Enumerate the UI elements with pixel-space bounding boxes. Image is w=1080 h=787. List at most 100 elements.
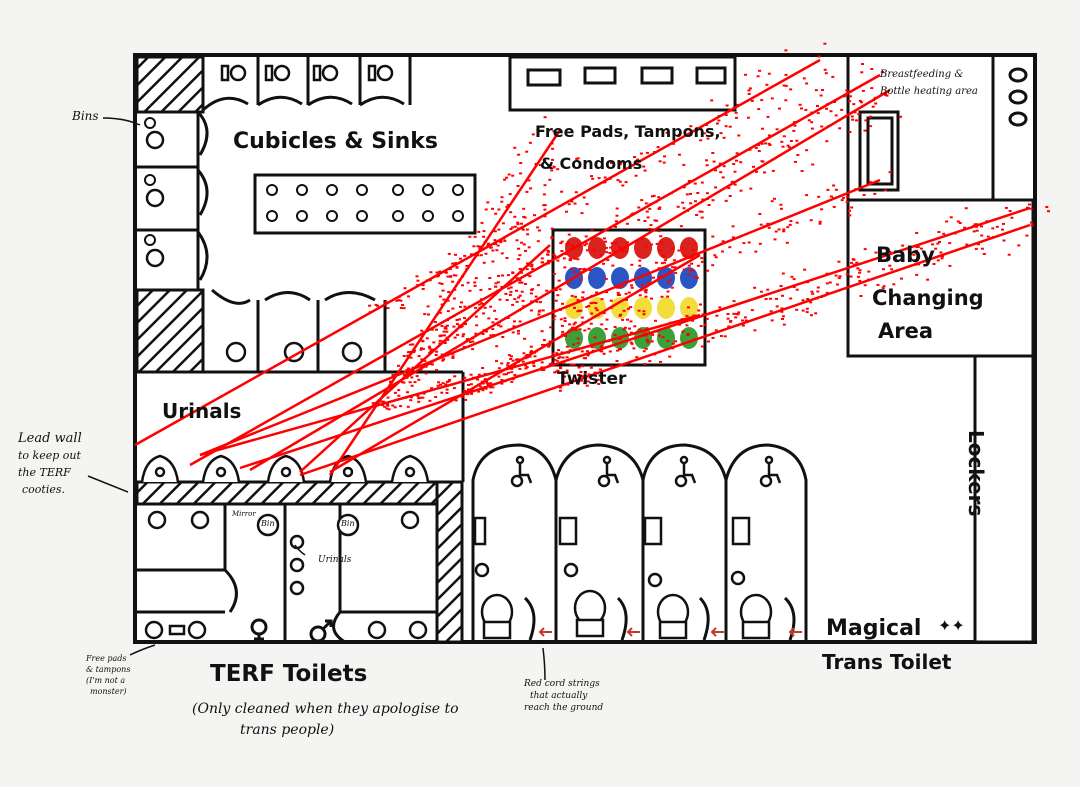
laser-speckle — [409, 399, 413, 402]
laser-speckle — [810, 121, 814, 124]
laser-speckle — [516, 258, 520, 261]
laser-speckle — [447, 252, 451, 255]
laser-speckle — [481, 389, 485, 392]
laser-speckle — [854, 188, 857, 191]
laser-speckle — [711, 199, 715, 202]
laser-speckle — [518, 267, 522, 270]
laser-speckle — [511, 272, 515, 274]
laser-speckle — [410, 376, 414, 379]
laser-speckle — [528, 141, 532, 144]
laser-speckle — [888, 171, 892, 174]
laser-speckle — [583, 267, 587, 270]
bins-label: Bins — [72, 109, 99, 123]
laser-speckle — [680, 318, 684, 321]
laser-speckle — [805, 82, 809, 85]
laser-speckle — [576, 310, 580, 313]
laser-speckle — [614, 225, 617, 228]
laser-speckle — [531, 362, 535, 365]
laser-speckle — [455, 349, 459, 352]
laser-speckle — [805, 311, 809, 314]
laser-speckle — [864, 119, 868, 122]
urinals-label: Urinals — [162, 399, 242, 423]
laser-speckle — [428, 351, 432, 354]
laser-speckle — [480, 380, 484, 383]
laser-speckle — [474, 332, 478, 335]
laser-speckle — [529, 345, 533, 348]
laser-speckle — [393, 406, 397, 409]
laser-speckle — [417, 400, 421, 403]
laser-speckle — [973, 223, 977, 226]
laser-speckle — [524, 367, 528, 370]
laser-speckle — [445, 330, 449, 333]
laser-speckle — [500, 382, 504, 385]
laser-speckle — [458, 257, 462, 260]
laser-speckle — [884, 92, 887, 95]
laser-speckle — [1002, 222, 1005, 225]
storage-ovals — [1008, 67, 1028, 127]
laser-speckle — [575, 245, 579, 248]
laser-speckle — [529, 292, 533, 295]
laser-speckle — [460, 395, 464, 398]
laser-speckle — [576, 299, 580, 302]
laser-speckle — [609, 246, 613, 249]
laser-speckle — [474, 306, 478, 309]
free-pads-small-line3: (I'm not a — [86, 676, 126, 685]
laser-speckle — [722, 165, 726, 168]
laser-speckle — [527, 246, 531, 249]
laser-speckle — [701, 198, 705, 201]
laser-speckle — [685, 314, 689, 317]
laser-speckle — [728, 125, 732, 128]
laser-speckle — [562, 371, 566, 373]
laser-speckle — [985, 220, 989, 223]
laser-speckle — [457, 281, 460, 284]
laser-speckle — [724, 125, 728, 128]
laser-speckle — [604, 277, 608, 280]
laser-speckle — [573, 306, 576, 309]
laser-speckle — [491, 372, 495, 375]
laser-speckle — [657, 334, 661, 337]
laser-speckle — [760, 142, 764, 145]
laser-speckle — [645, 151, 649, 154]
terf-toilets-label: TERF Toilets — [210, 661, 368, 687]
leader-lines — [87, 117, 546, 681]
laser-speckle — [848, 100, 852, 103]
laser-speckle — [571, 326, 575, 329]
laser-speckle — [789, 297, 793, 300]
laser-speckle — [550, 169, 554, 172]
laser-speckle — [427, 313, 430, 316]
laser-speckle — [578, 328, 582, 331]
laser-speckle — [552, 130, 556, 133]
laser-speckle — [543, 116, 547, 119]
laser-speckle — [829, 195, 833, 198]
laser-speckle — [600, 323, 604, 326]
laser-speckle — [580, 379, 584, 382]
laser-speckle — [510, 380, 514, 383]
laser-speckle — [594, 307, 598, 310]
laser-speckle — [584, 235, 588, 238]
laser-speckle — [743, 316, 747, 319]
laser-speckle — [528, 355, 532, 358]
laser-speckle — [637, 206, 641, 209]
laser-speckle — [452, 387, 456, 390]
laser-speckle — [787, 146, 791, 149]
laser-speckle — [637, 309, 641, 312]
laser-speckle — [610, 160, 614, 163]
laser-speckle — [484, 330, 488, 333]
laser-speckle — [526, 274, 530, 277]
laser-speckle — [912, 253, 916, 256]
laser-speckle — [558, 288, 562, 291]
laser-speckle — [494, 282, 498, 285]
laser-speckle — [425, 279, 429, 282]
laser-speckle — [773, 197, 776, 200]
laser-speckle — [809, 301, 813, 304]
laser-speckle — [695, 214, 699, 216]
laser-speckle — [525, 150, 529, 153]
laser-speckle — [624, 181, 628, 184]
laser-speckle — [833, 101, 837, 103]
lead-wall-label-line2: to keep out — [18, 449, 81, 462]
laser-speckle — [478, 245, 482, 248]
laser-speckle — [936, 242, 940, 245]
laser-speckle — [644, 291, 648, 294]
laser-speckle — [850, 206, 854, 209]
laser-speckle — [823, 68, 827, 71]
